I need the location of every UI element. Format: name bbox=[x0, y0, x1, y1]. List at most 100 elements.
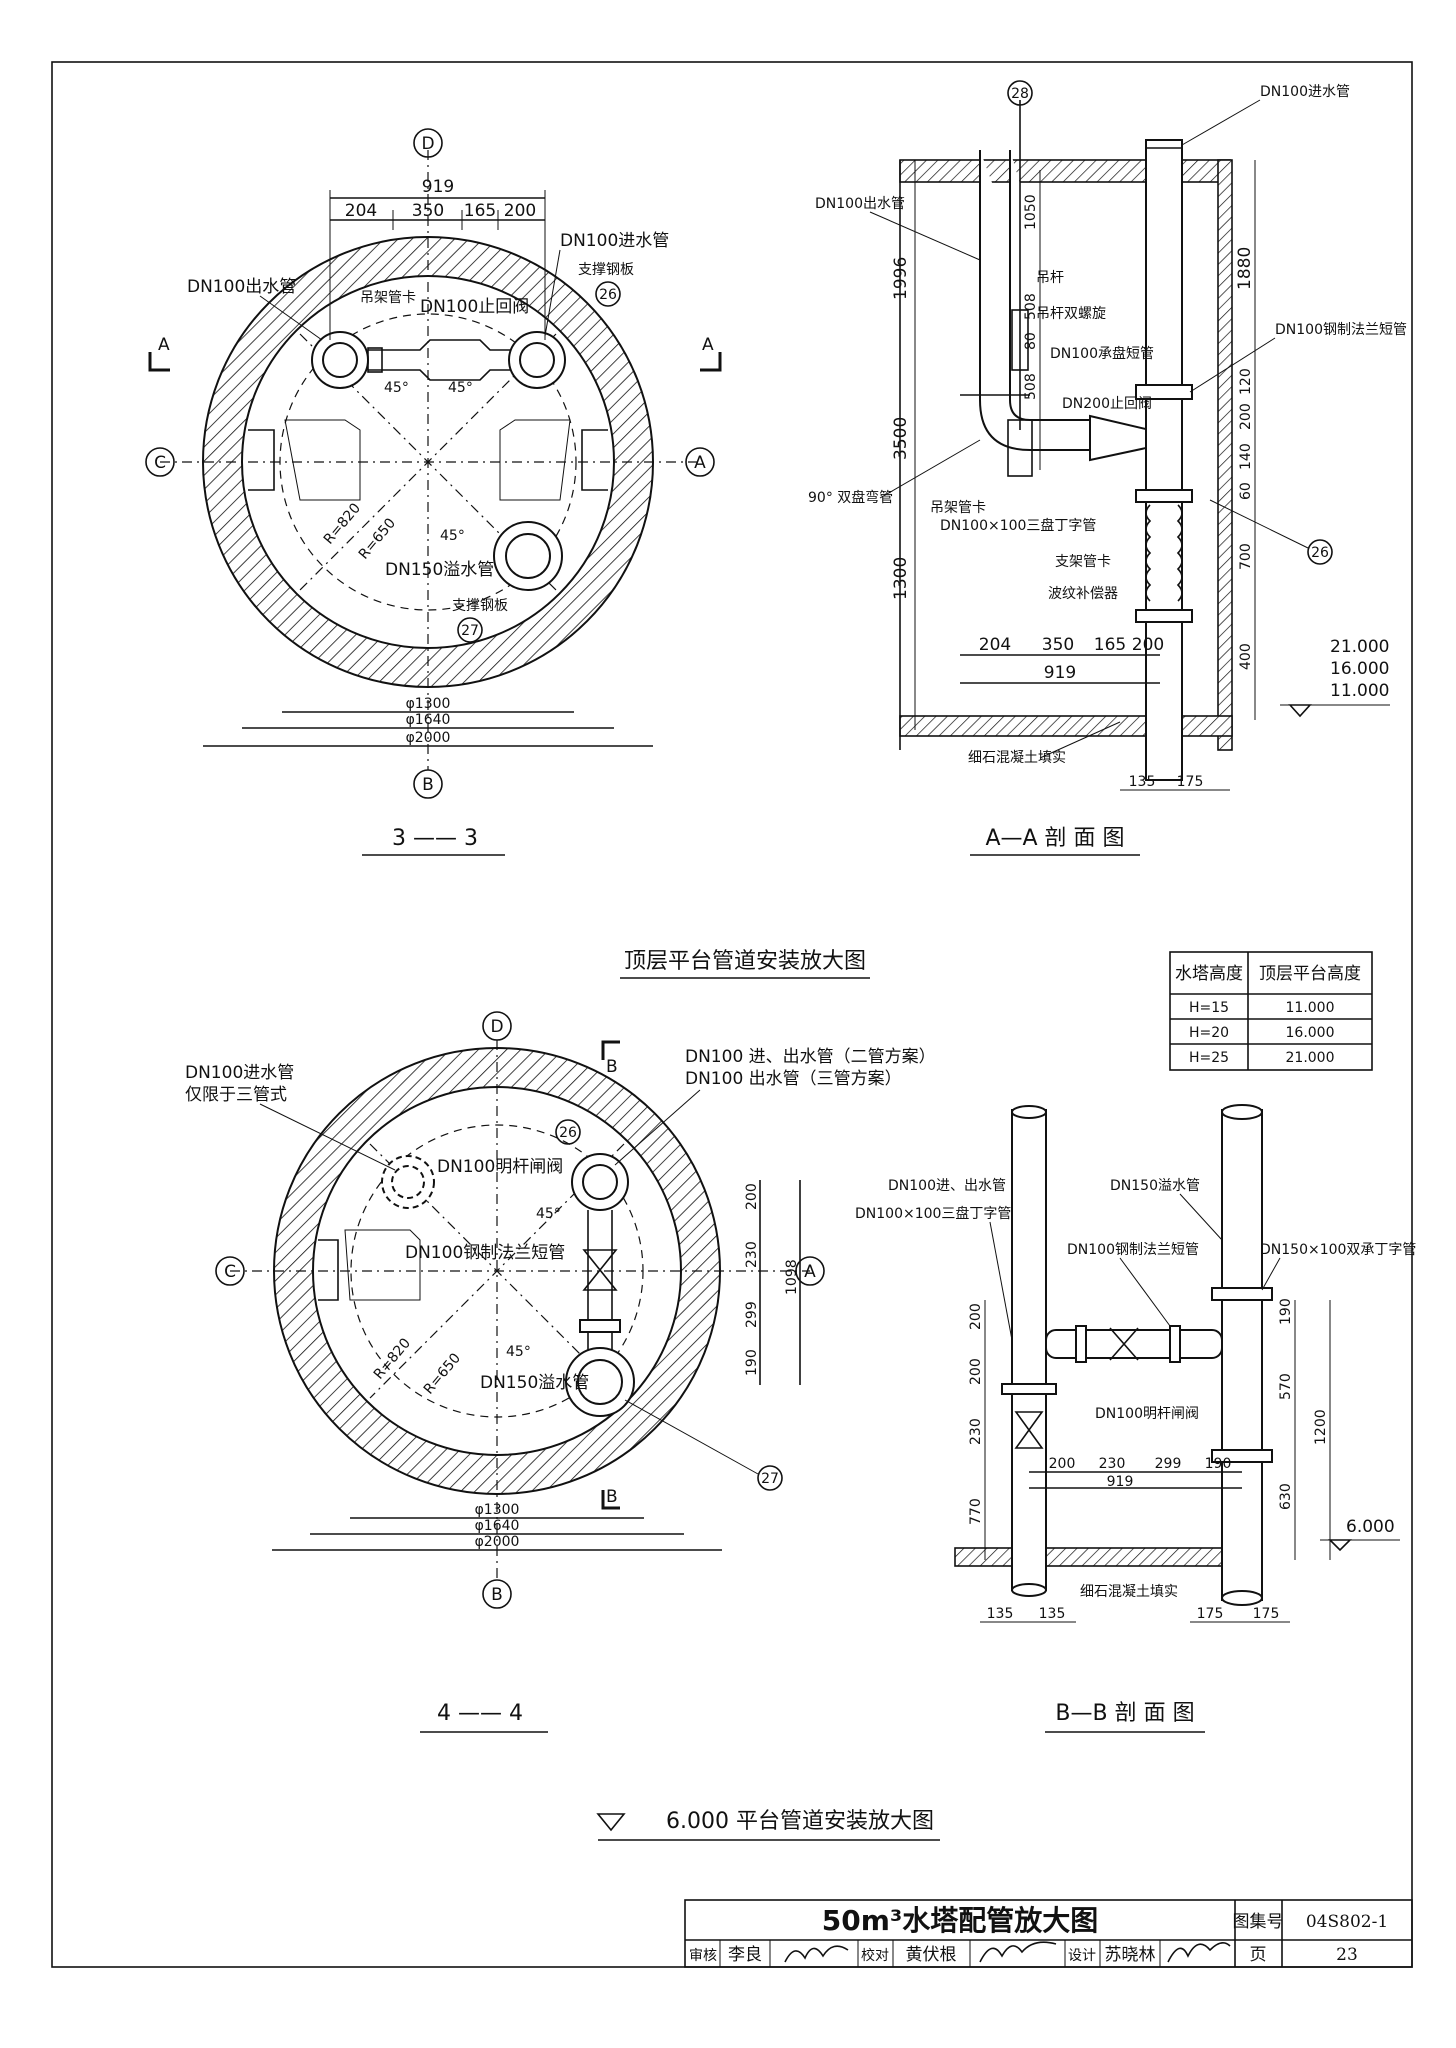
label-check-valve-aa: DN200止回阀 bbox=[1062, 396, 1152, 412]
dim-200-bb-mid: 200 bbox=[1049, 1456, 1076, 1472]
label-overflow-bb: DN150溢水管 bbox=[1110, 1178, 1200, 1194]
sheet-title: 50m³水塔配管放大图 bbox=[822, 1904, 1098, 1937]
section-a-a: 28 1996 3500 1300 1050 508 80 508 1880 1… bbox=[808, 80, 1407, 856]
table-header-height: 水塔高度 bbox=[1175, 964, 1243, 984]
cut-b-top-44: B bbox=[606, 1057, 618, 1077]
caption-4-4: 4 —— 4 bbox=[437, 1701, 523, 1726]
dim-919-aa: 919 bbox=[1044, 663, 1076, 683]
label-steel-flange-aa: DN100钢制法兰短管 bbox=[1275, 322, 1407, 338]
dim-508b-aa: 508 bbox=[1023, 373, 1039, 400]
table-cell: H=25 bbox=[1189, 1050, 1229, 1066]
dim-919-bb: 919 bbox=[1107, 1474, 1134, 1490]
dim-200b-bb: 200 bbox=[968, 1358, 984, 1385]
dim-200-aa: 200 bbox=[1238, 403, 1254, 430]
dim-230-bb: 230 bbox=[968, 1418, 984, 1445]
label-inlet-aa: DN100进水管 bbox=[1260, 84, 1350, 100]
dim-230-44: 230 bbox=[744, 1241, 760, 1268]
ref-28-aa: 28 bbox=[1011, 86, 1029, 102]
label-tee-aa: DN100×100三盘丁字管 bbox=[940, 517, 1096, 534]
dim-140-aa: 140 bbox=[1238, 443, 1254, 470]
level-16: 16.000 bbox=[1330, 659, 1389, 679]
level-11: 11.000 bbox=[1330, 681, 1389, 701]
cut-a-right-33: A bbox=[702, 335, 714, 355]
ang-1-33: 45° bbox=[384, 380, 409, 396]
dim-1300-aa: 1300 bbox=[891, 557, 911, 600]
label-check-valve-33: DN100止回阀 bbox=[420, 297, 529, 317]
ref-26-33: 26 bbox=[599, 287, 617, 303]
dim-200-33: 200 bbox=[504, 201, 536, 221]
ang-1-44: 45° bbox=[536, 1206, 561, 1222]
label-bellows-aa: 波纹补偿器 bbox=[1048, 586, 1118, 602]
table-cell: 16.000 bbox=[1286, 1025, 1335, 1041]
label-support-aa: 支架管卡 bbox=[1055, 554, 1111, 570]
dim-120-aa: 120 bbox=[1238, 368, 1254, 395]
label-fill-bb: 细石混凝土填实 bbox=[1080, 1584, 1178, 1600]
signature-reviewer bbox=[784, 1945, 849, 1963]
dia-1300-44: φ1300 bbox=[475, 1502, 520, 1518]
caption-a-a: A—A 剖 面 图 bbox=[985, 826, 1124, 851]
label-socket-aa: DN100承盘短管 bbox=[1050, 345, 1154, 362]
atlas-no: 04S802-1 bbox=[1306, 1912, 1388, 1932]
dim-204-aa: 204 bbox=[979, 635, 1011, 655]
label-plate-bottom-33: 支撑钢板 bbox=[452, 598, 508, 614]
table-header-platform: 顶层平台高度 bbox=[1259, 964, 1361, 984]
dim-230-bb-mid: 230 bbox=[1099, 1456, 1126, 1472]
dim-60-aa: 60 bbox=[1238, 482, 1254, 500]
dim-1098-44: 1098 bbox=[784, 1259, 800, 1295]
axis-d-top-44: D bbox=[490, 1017, 503, 1037]
axis-d-top-33: D bbox=[421, 134, 434, 154]
dim-630-bb: 630 bbox=[1278, 1483, 1294, 1510]
dim-175b-bb: 175 bbox=[1253, 1606, 1280, 1622]
section-b-b: 200 200 230 770 190 570 630 1200 200 230… bbox=[855, 1104, 1416, 1733]
label-plate-top-33: 支撑钢板 bbox=[578, 262, 634, 278]
review-label: 审核 bbox=[689, 1948, 717, 1964]
label-socket-tee-bb: DN150×100双承丁字管 bbox=[1260, 1242, 1416, 1258]
label-gate-valve-44: DN100明杆闸阀 bbox=[437, 1157, 563, 1177]
label-inlet-44: DN100进水管 bbox=[185, 1063, 294, 1083]
axis-c-left-33: C bbox=[154, 453, 166, 473]
ang-2-33: 45° bbox=[448, 380, 473, 396]
caption-3-3: 3 —— 3 bbox=[392, 826, 478, 851]
page-label: 页 bbox=[1250, 1945, 1267, 1965]
dim-400-aa: 400 bbox=[1238, 643, 1254, 670]
check-label: 校对 bbox=[861, 1947, 889, 1964]
caption-b-b: B—B 剖 面 图 bbox=[1055, 1701, 1194, 1726]
dia-1640-44: φ1640 bbox=[475, 1518, 520, 1534]
ang-3-33: 45° bbox=[440, 528, 465, 544]
label-rod-aa: 吊杆 bbox=[1036, 270, 1064, 286]
signature-checker bbox=[979, 1941, 1057, 1963]
section-3-3: D B C A A A 919 204 350 165 200 bbox=[145, 128, 722, 856]
dim-80-aa: 80 bbox=[1023, 332, 1039, 350]
designer: 苏晓林 bbox=[1105, 1945, 1156, 1965]
dim-3500-aa: 3500 bbox=[891, 417, 911, 460]
dim-135b-bb: 135 bbox=[1039, 1606, 1066, 1622]
ref-27-33: 27 bbox=[461, 623, 479, 639]
checker: 黄伏根 bbox=[906, 1945, 957, 1965]
label-turnbuckle-aa: 吊杆双螺旋 bbox=[1036, 306, 1106, 322]
label-io-bb: DN100进、出水管 bbox=[888, 1178, 1006, 1194]
dim-299-bb-mid: 299 bbox=[1155, 1456, 1182, 1472]
design-label: 设计 bbox=[1068, 1948, 1096, 1964]
ang-2-44: 45° bbox=[506, 1344, 531, 1360]
axis-b-bottom-33: B bbox=[422, 775, 434, 795]
dim-1050-aa: 1050 bbox=[1023, 194, 1039, 230]
dim-190-bb-mid: 190 bbox=[1205, 1456, 1232, 1472]
dim-350-33: 350 bbox=[412, 201, 444, 221]
axis-a-right-33: A bbox=[694, 453, 706, 473]
dim-200-aa-b: 200 bbox=[1132, 635, 1164, 655]
dia-2000-44: φ2000 bbox=[475, 1534, 520, 1550]
dim-1996-aa: 1996 bbox=[891, 257, 911, 300]
label-out-three-44: DN100 出水管（三管方案） bbox=[685, 1069, 902, 1089]
label-outlet-33: DN100出水管 bbox=[187, 277, 296, 297]
ref-26-44: 26 bbox=[559, 1125, 577, 1141]
label-io-two-44: DN100 进、出水管（二管方案） bbox=[685, 1047, 936, 1067]
cut-b-bottom-44: B bbox=[606, 1487, 618, 1507]
label-steel-flange-44: DN100钢制法兰短管 bbox=[405, 1243, 565, 1263]
dia-1300-33: φ1300 bbox=[406, 696, 451, 712]
label-tee-bb: DN100×100三盘丁字管 bbox=[855, 1205, 1011, 1222]
label-steel-flange-bb: DN100钢制法兰短管 bbox=[1067, 1242, 1199, 1258]
bottom-group-title: 6.000 平台管道安装放大图 bbox=[666, 1809, 934, 1834]
label-overflow-44: DN150溢水管 bbox=[480, 1373, 589, 1393]
dim-700-aa: 700 bbox=[1238, 543, 1254, 570]
